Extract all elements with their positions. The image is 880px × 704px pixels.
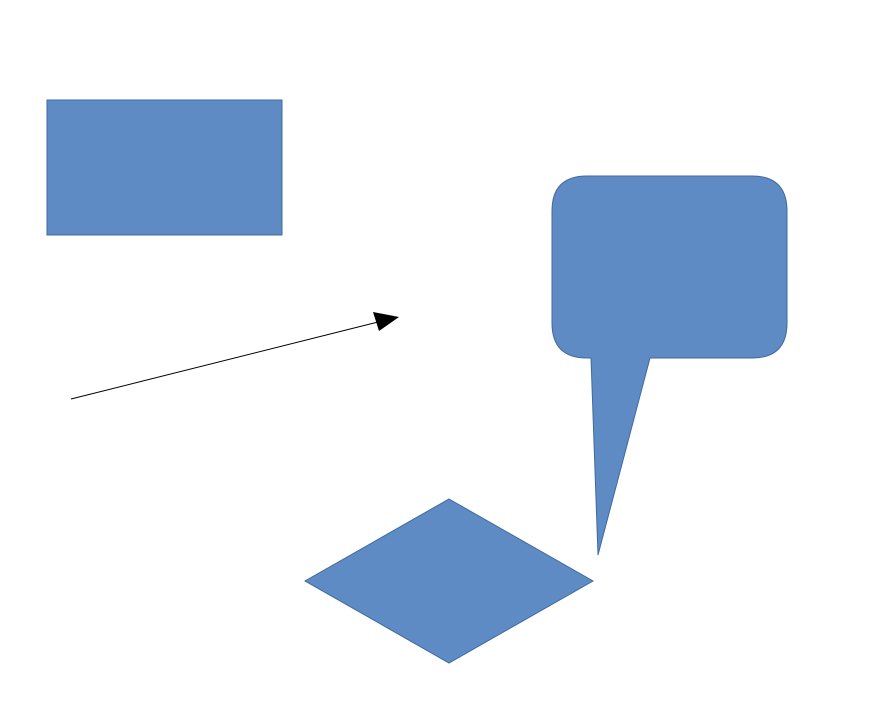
diamond-shape[interactable] bbox=[303, 498, 595, 664]
arrow-connector[interactable] bbox=[70, 312, 399, 400]
rectangle-shape[interactable] bbox=[46, 99, 283, 236]
arrow-line bbox=[70, 321, 379, 400]
speech-bubble-shape[interactable] bbox=[551, 175, 788, 556]
arrow-head bbox=[373, 312, 399, 331]
